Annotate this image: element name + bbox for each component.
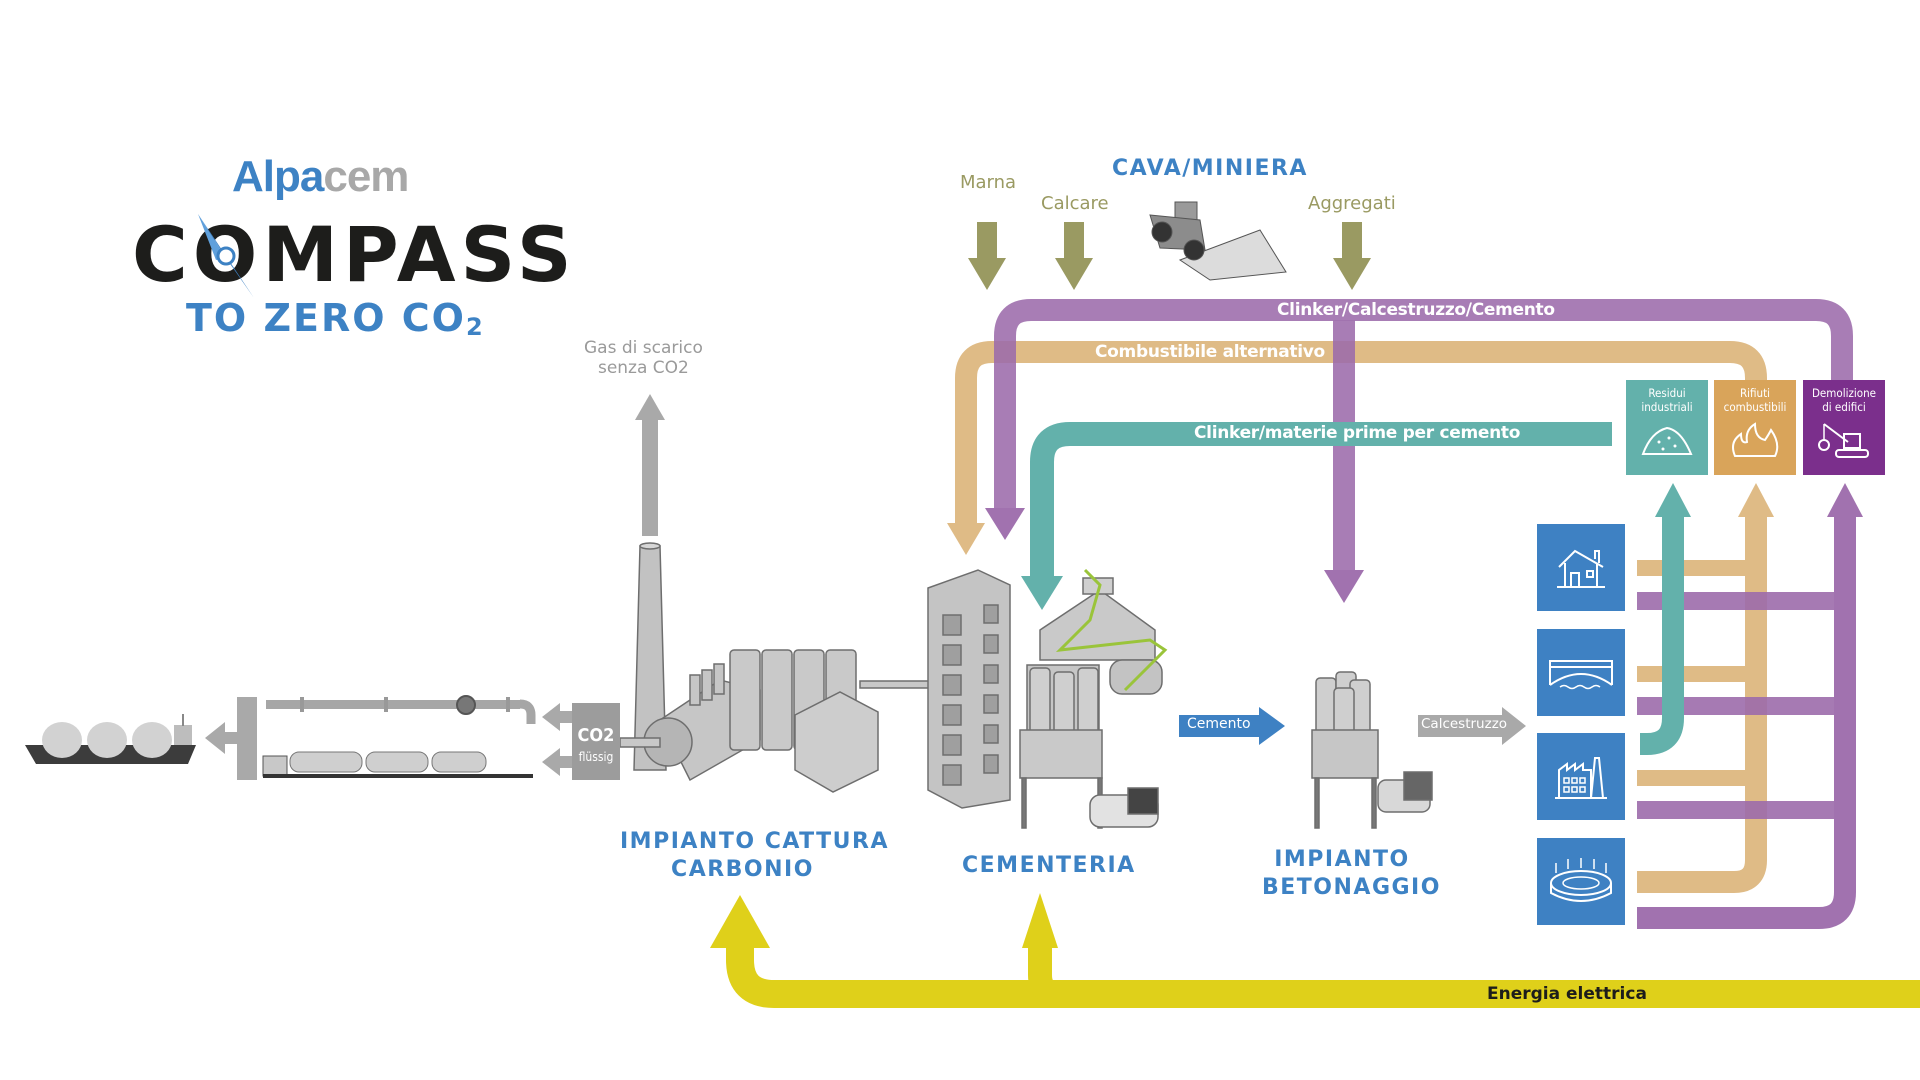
carbon-capture-plant-icon	[619, 542, 931, 793]
bridge-icon	[1549, 659, 1613, 689]
source-box-combustible-waste: Rifiuti combustibili	[1714, 380, 1796, 475]
concrete-plant-icon	[1311, 671, 1433, 829]
factory-icon	[1555, 756, 1607, 799]
fire-icon	[1732, 422, 1779, 457]
house-icon	[1557, 549, 1605, 588]
wrecking-crane-icon	[1818, 423, 1869, 458]
product-name: COMPASS	[132, 210, 577, 299]
source-box-industrial-residues: Residui industriali	[1626, 380, 1708, 475]
stadium-icon	[1550, 857, 1612, 902]
cement-plant-title: CEMENTERIA	[962, 853, 1136, 878]
flow-label-clinker-concrete-cement: Clinker/Calcestruzzo/Cemento	[1277, 300, 1555, 320]
source-label-line1: Demolizione	[1811, 386, 1877, 400]
flow-label-clinker-raw-materials: Clinker/materie prime per cemento	[1194, 423, 1521, 443]
pipe-electricity	[710, 893, 1920, 1008]
distribution-bar	[237, 697, 257, 780]
exhaust-arrow	[635, 394, 665, 536]
arrow-marna	[968, 222, 1006, 290]
use-box-infrastructure	[1537, 629, 1625, 716]
pipeline-icon	[266, 695, 536, 724]
use-box-industry	[1537, 733, 1625, 820]
use-box-housing	[1537, 524, 1625, 611]
quarry-title: CAVA/MINIERA	[1112, 156, 1308, 181]
brand-name-part2: cem	[323, 152, 409, 201]
concrete-plant-title: IMPIANTO BETONAGGIO	[1262, 846, 1441, 902]
co2-label: CO2	[577, 725, 615, 746]
exhaust-label: Gas di scarico senza CO2	[584, 338, 703, 378]
tagline-subscript: 2	[465, 313, 485, 341]
flow-label-electricity: Energia elettrica	[1487, 984, 1647, 1004]
source-label-line2: di edifici	[1822, 400, 1866, 414]
wheel-loader-icon	[1149, 201, 1287, 281]
arrow-calcare	[1055, 222, 1093, 290]
concrete-plant-title-line1: IMPIANTO	[1274, 847, 1410, 872]
sand-pile-icon	[1641, 426, 1693, 455]
use-box-stadium	[1537, 838, 1625, 925]
co2-liquid-box: CO2 flüssig	[572, 703, 620, 780]
source-label-line2: industriali	[1641, 400, 1693, 414]
to-ship-arrow	[205, 722, 237, 754]
arrow-right-icon	[1179, 707, 1285, 745]
brand-name: Alpacem	[232, 152, 409, 202]
pipe-clinker-raw-materials	[1021, 422, 1691, 755]
source-label-line1: Residui	[1648, 386, 1686, 400]
flow-label-alternative-fuel: Combustibile alternativo	[1095, 342, 1325, 362]
concrete-plant-title-line2: BETONAGGIO	[1262, 875, 1441, 900]
capture-plant-title: IMPIANTO CATTURA CARBONIO	[620, 828, 890, 884]
tanker-ship-icon	[25, 714, 196, 764]
tagline: TO ZERO CO2	[186, 296, 485, 341]
brand-name-part1: Alpa	[232, 152, 324, 201]
tagline-text: TO ZERO CO	[186, 296, 466, 340]
input-label-marna: Marna	[960, 172, 1017, 193]
source-box-building-demolition: Demolizione di edifici	[1803, 380, 1885, 475]
source-label-line2: combustibili	[1723, 400, 1787, 414]
co2-export-arrows	[205, 697, 575, 780]
rail-tanker-icon	[262, 751, 533, 778]
input-label-calcare: Calcare	[1041, 193, 1109, 214]
concrete-flow-label: Calcestruzzo	[1421, 716, 1508, 732]
exhaust-label-line1: Gas di scarico	[584, 338, 703, 358]
cement-plant-icon	[927, 568, 1168, 829]
cement-flow-label: Cemento	[1187, 716, 1251, 732]
exhaust-label-line2: senza CO2	[597, 358, 689, 378]
co2-state-label: flüssig	[578, 750, 614, 764]
arrow-aggregati	[1333, 222, 1371, 290]
pipe-clinker-concrete-cement	[985, 299, 1863, 929]
quarry-arrows	[968, 222, 1371, 290]
input-label-aggregati: Aggregati	[1308, 193, 1396, 214]
capture-plant-title-line2: CARBONIO	[671, 857, 814, 882]
source-label-line1: Rifiuti	[1739, 386, 1771, 400]
compass-needle-icon	[198, 214, 254, 298]
arrow-right-icon	[1418, 707, 1526, 745]
capture-plant-title-line1: IMPIANTO CATTURA	[620, 829, 890, 854]
